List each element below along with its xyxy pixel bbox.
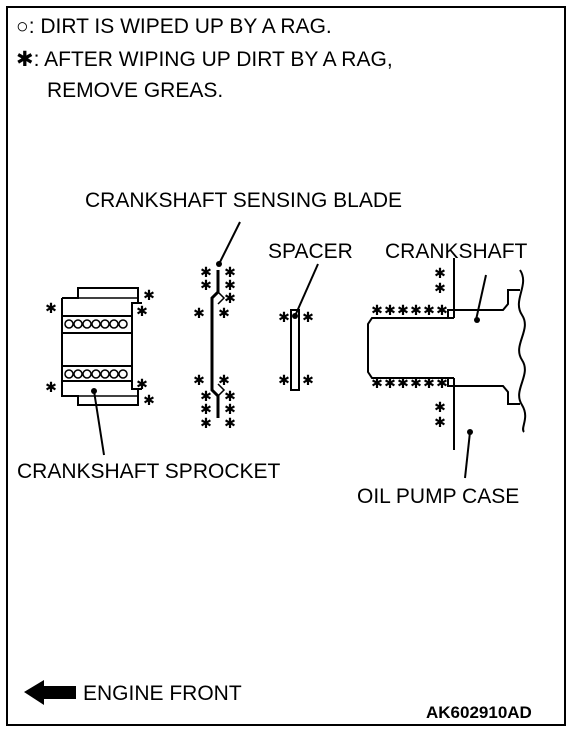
engine-front-label: ENGINE FRONT [83,682,242,705]
legend-circle-text: : DIRT IS WIPED UP BY A RAG. [28,15,332,38]
svg-text:✱: ✱ [410,376,422,392]
svg-text:✱: ✱ [434,281,446,297]
label-spacer: SPACER [268,240,353,263]
label-oil-pump-case: OIL PUMP CASE [357,485,520,508]
svg-text:✱: ✱ [384,303,396,319]
svg-text:✱: ✱ [397,303,409,319]
legend-star-line: ✱: AFTER WIPING UP DIRT BY A RAG, [16,49,393,70]
sprocket-leader-dot [91,388,97,394]
svg-text:✱: ✱ [397,376,409,392]
blade-grease-marks: ✱ ✱ ✱ ✱ ✱ ✱ ✱ ✱ ✱ ✱ ✱ ✱ ✱ ✱ ✱ [193,265,236,432]
svg-text:✱: ✱ [224,265,236,281]
crankshaft-sprocket [61,287,142,456]
blade-leader-dot [216,261,222,267]
svg-text:✱: ✱ [193,306,205,322]
svg-text:✱: ✱ [410,303,422,319]
engine-front-arrow-icon [24,680,76,705]
svg-text:✱: ✱ [436,376,448,392]
svg-text:✱: ✱ [302,373,314,389]
svg-text:✱: ✱ [224,402,236,418]
legend-circle-line: ○: DIRT IS WIPED UP BY A RAG. [16,16,332,37]
crankshaft-grease-marks: ✱ ✱ ✱ ✱ ✱ ✱ ✱ ✱ ✱ ✱ ✱ ✱ ✱ ✱ ✱ ✱ [371,266,448,431]
svg-text:✱: ✱ [278,373,290,389]
svg-text:✱: ✱ [278,310,290,326]
sensing-blade [210,221,241,418]
svg-text:✱: ✱ [136,377,148,393]
svg-text:✱: ✱ [224,416,236,432]
svg-text:✱: ✱ [136,304,148,320]
svg-text:✱: ✱ [423,376,435,392]
svg-text:✱: ✱ [45,380,57,396]
svg-text:✱: ✱ [224,291,236,307]
star-symbol: ✱ [16,48,34,71]
svg-text:✱: ✱ [193,373,205,389]
spacer-grease-marks: ✱ ✱ ✱ ✱ [278,310,314,389]
figure-code: AK602910AD [426,703,532,722]
svg-text:✱: ✱ [434,415,446,431]
svg-text:✱: ✱ [200,265,212,281]
sprocket-grease-marks: ✱ ✱ ✱ ✱ ✱ ✱ [45,288,155,409]
svg-text:✱: ✱ [45,301,57,317]
crankshaft-leader-dot [474,317,480,323]
svg-text:✱: ✱ [224,278,236,294]
svg-text:✱: ✱ [218,373,230,389]
svg-text:✱: ✱ [423,303,435,319]
oil-pump-case [453,258,471,479]
svg-text:✱: ✱ [436,303,448,319]
svg-text:✱: ✱ [200,389,212,405]
legend-star-text-1: : AFTER WIPING UP DIRT BY A RAG, [33,48,393,71]
legend-star-text-2: REMOVE GREAS. [47,79,224,102]
svg-text:✱: ✱ [434,266,446,282]
spacer-leader-dot [292,313,298,319]
spacer [290,263,319,391]
label-sensing-blade: CRANKSHAFT SENSING BLADE [85,189,403,212]
svg-text:✱: ✱ [384,376,396,392]
svg-text:✱: ✱ [224,389,236,405]
label-sprocket: CRANKSHAFT SPROCKET [17,460,281,483]
svg-text:✱: ✱ [143,288,155,304]
pump-case-leader-dot [467,429,473,435]
svg-text:✱: ✱ [371,303,383,319]
svg-text:✱: ✱ [434,400,446,416]
crankshaft [367,269,527,433]
circle-symbol: ○ [16,15,29,38]
svg-text:✱: ✱ [371,376,383,392]
svg-text:✱: ✱ [200,402,212,418]
svg-text:✱: ✱ [218,306,230,322]
svg-text:✱: ✱ [200,278,212,294]
label-crankshaft: CRANKSHAFT [385,240,528,263]
svg-text:✱: ✱ [302,310,314,326]
svg-text:✱: ✱ [143,393,155,409]
svg-text:✱: ✱ [200,416,212,432]
